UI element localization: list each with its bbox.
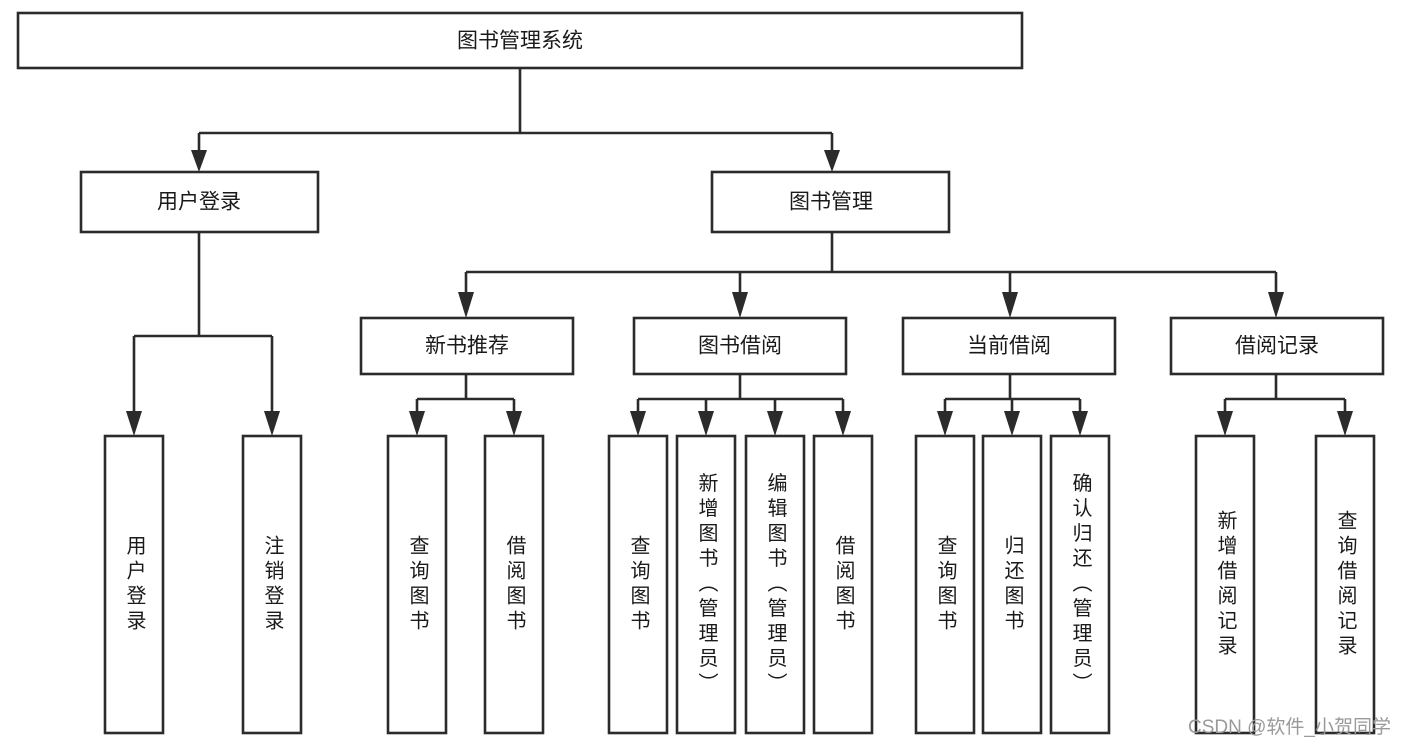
leaf-confirm-return-label: 确认归还（管理员） — [1069, 472, 1092, 697]
node-new-book-recommend-label: 新书推荐 — [425, 335, 509, 358]
arrow-to-leaf-query-record — [1337, 411, 1353, 436]
leaf-edit-book-label: 编辑图书（管理员） — [764, 472, 787, 697]
node-current-borrow-label: 当前借阅 — [967, 335, 1051, 358]
arrow-to-leaf-confirm-return — [1072, 411, 1088, 436]
leaf-edit-book-box[interactable] — [744, 434, 806, 735]
node-borrow-record-box[interactable] — [1169, 316, 1385, 376]
leaf-query-book-1[interactable]: 查询图书 — [386, 434, 448, 735]
leaf-add-book[interactable]: 新增图书（管理员） — [675, 434, 737, 735]
arrow-to-book-management — [824, 150, 840, 172]
leaf-query-record-box[interactable] — [1314, 434, 1376, 735]
arrow-to-leaf-add-book — [698, 411, 714, 436]
node-borrow-record-label: 借阅记录 — [1235, 335, 1319, 358]
leaf-user-login-box[interactable] — [103, 434, 165, 735]
arrow-to-leaf-query-book-1 — [409, 411, 425, 436]
arrow-to-leaf-query-book-3 — [937, 411, 953, 436]
node-user-login-label: 用户登录 — [157, 191, 241, 214]
leaf-user-logout[interactable]: 注销登录 — [241, 434, 303, 735]
leaf-query-record[interactable]: 查询借阅记录 — [1314, 434, 1376, 735]
leaf-query-book-2-label: 查询图书 — [627, 535, 650, 635]
leaf-add-record-box[interactable] — [1194, 434, 1256, 735]
node-new-book-recommend-box[interactable] — [359, 316, 575, 376]
leaf-confirm-return[interactable]: 确认归还（管理员） — [1049, 434, 1111, 735]
leaf-borrow-book-2[interactable]: 借阅图书 — [812, 434, 874, 735]
leaf-borrow-book-2-label: 借阅图书 — [832, 535, 855, 635]
node-book-management-label: 图书管理 — [789, 191, 873, 214]
arrow-to-borrow-record — [1268, 292, 1284, 318]
leaf-query-record-label: 查询借阅记录 — [1334, 510, 1357, 660]
node-book-borrow[interactable]: 图书借阅 — [632, 316, 848, 376]
leaf-edit-book[interactable]: 编辑图书（管理员） — [744, 434, 806, 735]
node-current-borrow-box[interactable] — [901, 316, 1117, 376]
node-user-login-box[interactable] — [79, 170, 320, 234]
leaf-return-book-label: 归还图书 — [1001, 535, 1024, 635]
leaf-return-book[interactable]: 归还图书 — [981, 434, 1043, 735]
leaf-user-login-label: 用户登录 — [123, 535, 146, 635]
node-borrow-record[interactable]: 借阅记录 — [1169, 316, 1385, 376]
leaf-add-record[interactable]: 新增借阅记录 — [1194, 434, 1256, 735]
leaf-borrow-book-1-label: 借阅图书 — [503, 535, 526, 635]
leaf-query-book-3[interactable]: 查询图书 — [914, 434, 976, 735]
leaf-add-book-box[interactable] — [675, 434, 737, 735]
leaf-borrow-book-2-box[interactable] — [812, 434, 874, 735]
node-book-borrow-box[interactable] — [632, 316, 848, 376]
node-root-label: 图书管理系统 — [457, 30, 583, 53]
leaf-user-logout-box[interactable] — [241, 434, 303, 735]
arrow-to-leaf-borrow-book-1 — [506, 411, 522, 436]
leaf-query-book-1-label: 查询图书 — [406, 535, 429, 635]
arrow-to-leaf-add-record — [1217, 411, 1233, 436]
leaf-query-book-2[interactable]: 查询图书 — [607, 434, 669, 735]
arrow-to-leaf-return-book — [1004, 411, 1020, 436]
leaf-confirm-return-box[interactable] — [1049, 434, 1111, 735]
arrow-to-leaf-borrow-book-2 — [835, 411, 851, 436]
leaf-user-logout-label: 注销登录 — [261, 535, 284, 635]
leaf-user-login[interactable]: 用户登录 — [103, 434, 165, 735]
arrow-to-leaf-edit-book — [767, 411, 783, 436]
arrow-to-leaf-user-logout — [264, 411, 280, 436]
node-new-book-recommend[interactable]: 新书推荐 — [359, 316, 575, 376]
arrow-to-current-borrow — [1002, 292, 1018, 318]
leaf-add-book-label: 新增图书（管理员） — [695, 472, 718, 697]
node-root[interactable]: 图书管理系统 — [16, 11, 1024, 70]
leaf-borrow-book-1-box[interactable] — [483, 434, 545, 735]
leaf-borrow-book-1[interactable]: 借阅图书 — [483, 434, 545, 735]
node-book-management-box[interactable] — [710, 170, 951, 234]
arrow-to-leaf-user-login — [126, 411, 142, 436]
arrow-to-user-login — [191, 150, 207, 172]
leaf-query-book-1-box[interactable] — [386, 434, 448, 735]
node-book-borrow-label: 图书借阅 — [698, 335, 782, 358]
leaf-return-book-box[interactable] — [981, 434, 1043, 735]
node-root-box[interactable] — [16, 11, 1024, 70]
node-current-borrow[interactable]: 当前借阅 — [901, 316, 1117, 376]
leaf-query-book-3-box[interactable] — [914, 434, 976, 735]
leaf-add-record-label: 新增借阅记录 — [1214, 510, 1237, 660]
leaf-query-book-2-box[interactable] — [607, 434, 669, 735]
connector-layer — [126, 68, 1353, 436]
node-user-login[interactable]: 用户登录 — [79, 170, 320, 234]
arrow-to-book-borrow — [732, 292, 748, 318]
leaf-query-book-3-label: 查询图书 — [934, 535, 957, 635]
node-book-management[interactable]: 图书管理 — [710, 170, 951, 234]
arrow-to-new-book-recommend — [458, 292, 474, 318]
arrow-to-leaf-query-book-2 — [630, 411, 646, 436]
